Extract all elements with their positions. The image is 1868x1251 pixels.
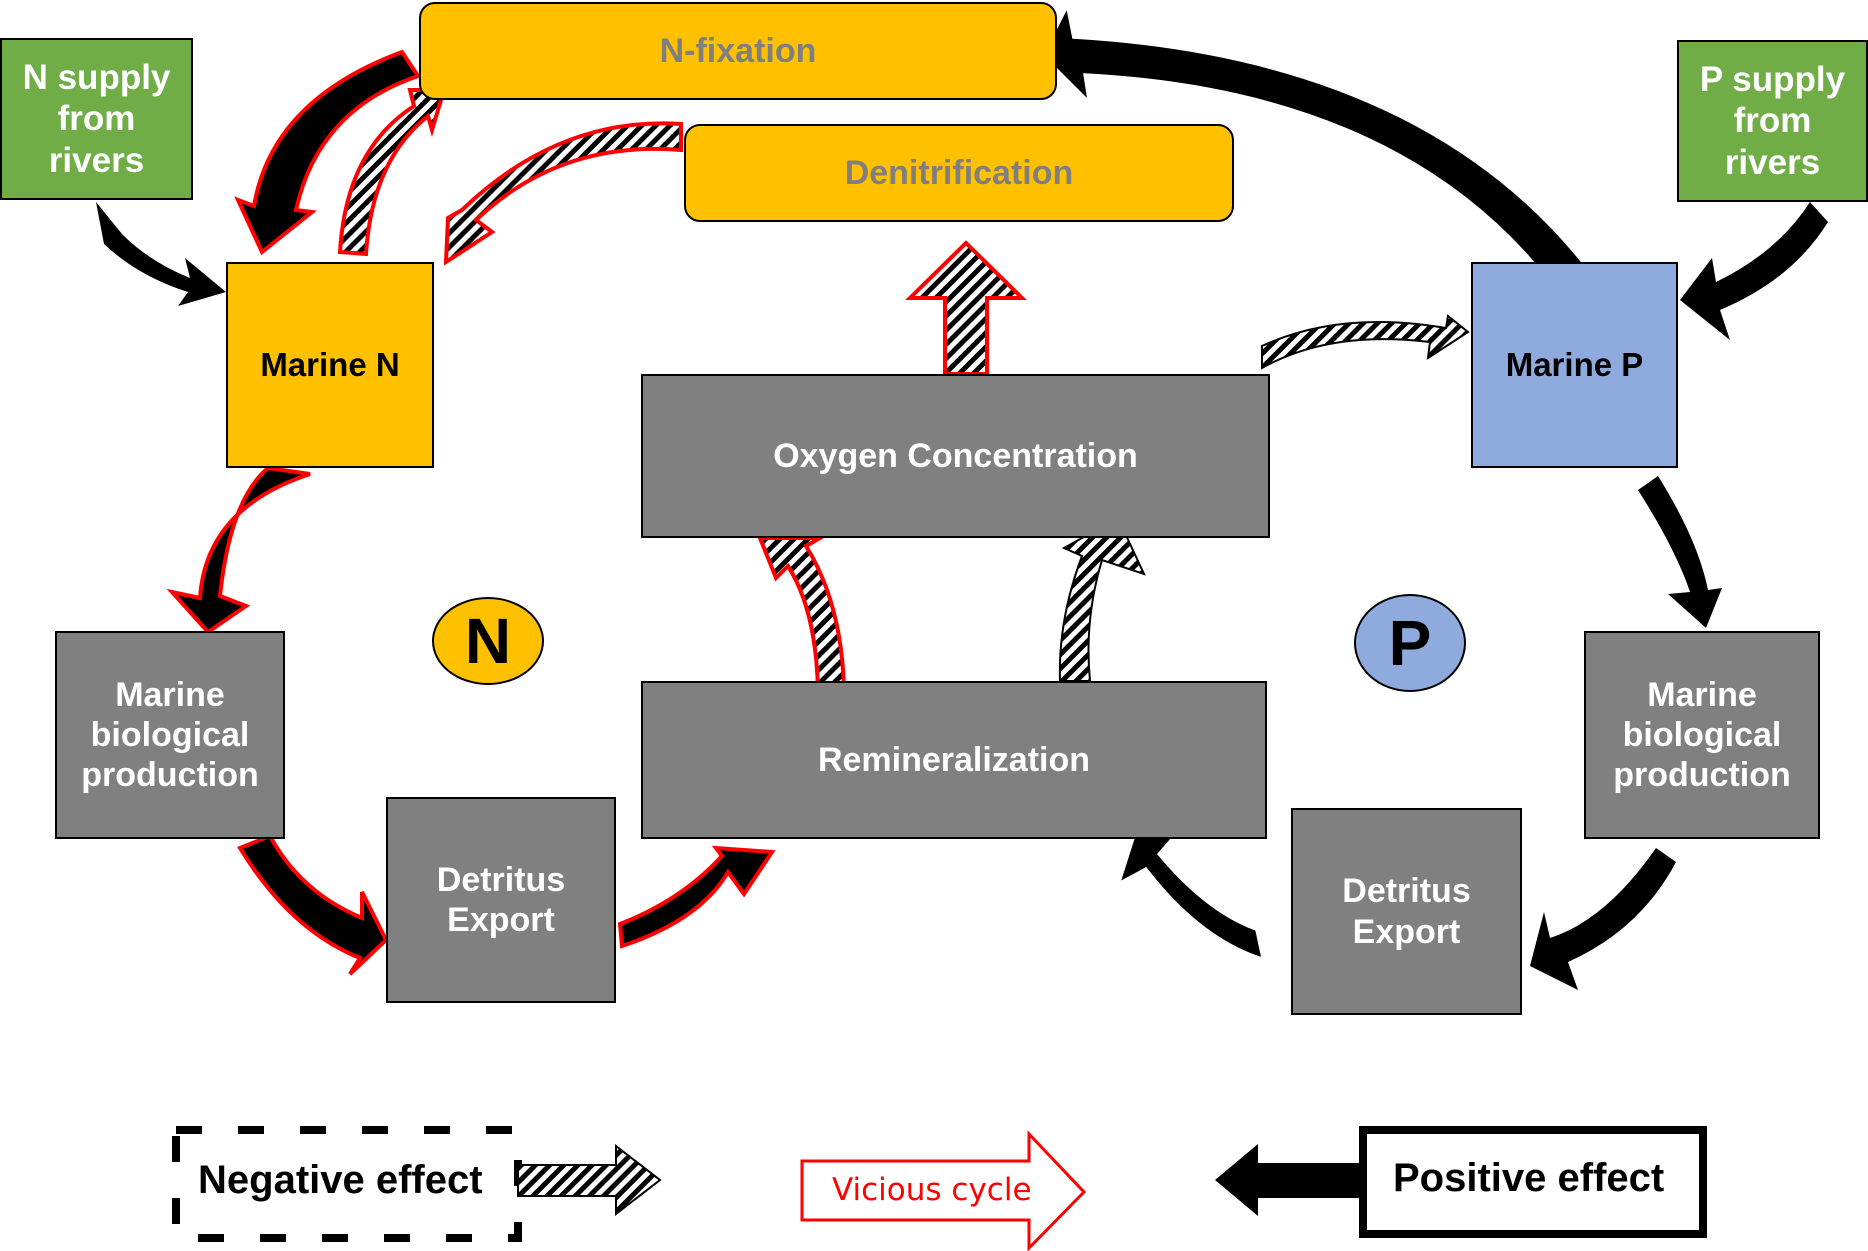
remineralization-label: Remineralization [817,740,1091,779]
arrow-denit-to-marinen [443,121,683,266]
arrow-oxygen-to-marinep [1261,314,1470,370]
arrow-bioprod-to-detritus-n [237,833,389,976]
arrow-remin-to-oxygen-red [757,536,847,692]
denitrification-label: Denitrification [844,153,1074,192]
arrow-nfixation-to-marinen [234,49,422,256]
legend-negative-label: Negative effect [198,1158,483,1202]
arrow-marinen-to-bioprod [166,465,311,635]
marine-p-label: Marine P [1505,345,1644,383]
bio-prod-p-label: Marine biological production [1613,675,1791,795]
arrow-psupply-to-marinep [1680,202,1828,340]
oxygen-box: Oxygen Concentration [641,374,1270,538]
detritus-n-box: Detritus Export [386,797,616,1003]
detritus-p-box: Detritus Export [1291,808,1522,1015]
arrow-detritusn-to-remin [617,845,776,949]
marine-n-label: Marine N [260,345,400,383]
arrow-remin-to-oxygen-black [1058,516,1146,682]
p-marker-label: P [1388,607,1432,679]
arrow-marinen-to-nfixation [337,88,447,257]
n-fixation-label: N-fixation [659,31,817,70]
p-supply-box: P supply from rivers [1677,40,1868,202]
arrow-oxygen-to-denit [905,240,1027,376]
arrow-marinep-to-nfixation [1042,5,1587,283]
remineralization-box: Remineralization [641,681,1267,839]
arrow-nsupply-to-marinen [96,202,226,306]
oxygen-label: Oxygen Concentration [773,436,1138,475]
denitrification-box: Denitrification [684,124,1234,222]
legend-vicious-label: Vicious cycle [832,1172,1032,1208]
detritus-p-label: Detritus Export [1342,872,1471,951]
p-supply-label: P supply from rivers [1699,60,1846,182]
n-marker-circle: N [432,597,544,685]
arrow-bioprod-to-detritus-p [1530,848,1676,990]
marine-p-box: Marine P [1471,262,1678,468]
p-marker-circle: P [1354,594,1466,692]
arrow-marinep-to-bioprod [1638,476,1722,628]
n-marker-label: N [464,605,512,677]
legend-positive-label: Positive effect [1393,1156,1665,1200]
bio-prod-n-box: Marine biological production [55,631,285,839]
n-fixation-box: N-fixation [419,2,1057,100]
marine-n-box: Marine N [226,262,434,468]
detritus-n-label: Detritus Export [436,860,566,939]
n-supply-label: N supply from rivers [22,58,171,180]
arrow-detritusp-to-remin [1118,837,1264,960]
bio-prod-p-box: Marine biological production [1584,631,1820,839]
n-supply-box: N supply from rivers [0,38,193,200]
bio-prod-n-label: Marine biological production [81,675,259,795]
